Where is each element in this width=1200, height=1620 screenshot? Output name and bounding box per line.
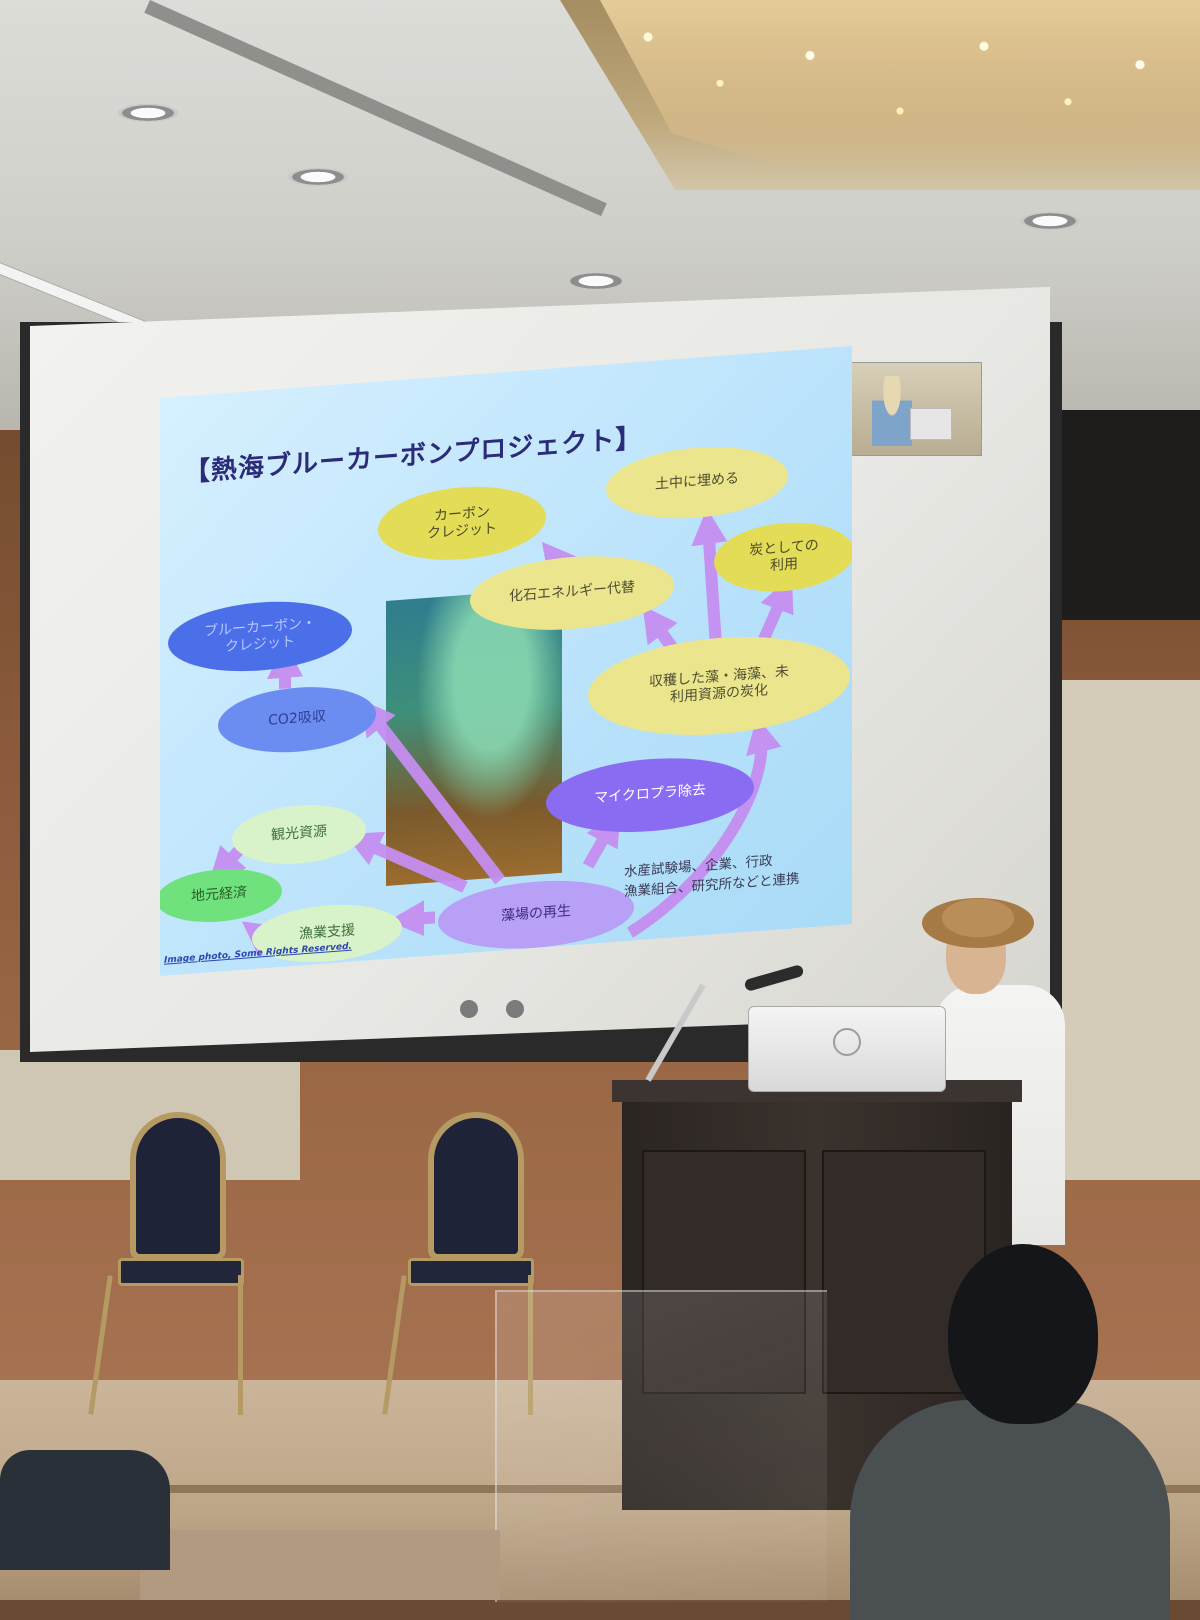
podium-panel <box>642 1150 806 1394</box>
downlight <box>566 272 626 290</box>
chair-seat <box>408 1258 534 1286</box>
presentation-slide: 【熱海ブルーカーボンプロジェクト】 カーボン クレジット 土中に埋める 化石エネ… <box>160 345 852 976</box>
zoom-speaker-laptop <box>910 408 952 440</box>
zoom-reaction-icon[interactable] <box>460 1000 478 1018</box>
zoom-speaker-figure <box>872 376 912 446</box>
zoom-control-bar <box>40 1000 1000 1040</box>
downlight <box>118 104 178 122</box>
arrow-bed-to-fishery <box>388 900 435 937</box>
arrow-bed-to-co2 <box>360 699 505 885</box>
chair-leg <box>528 1275 533 1415</box>
downlight <box>288 168 348 186</box>
audience-member-head <box>948 1244 1098 1424</box>
chair-back <box>130 1112 226 1260</box>
wall-panel <box>1040 680 1200 1180</box>
chair-leg <box>238 1275 243 1415</box>
acrylic-partition <box>495 1290 827 1602</box>
zoom-participant-icon[interactable] <box>506 1000 524 1018</box>
table-edge <box>140 1530 500 1600</box>
arrow-carbonize-to-bury <box>691 508 728 648</box>
backpack <box>0 1450 170 1570</box>
downlight <box>1020 212 1080 230</box>
speaker-straw-hat <box>922 898 1034 948</box>
audience-member-body <box>850 1400 1170 1620</box>
chair-back <box>428 1112 524 1260</box>
hp-logo-icon <box>833 1028 861 1056</box>
stage-edge <box>0 1485 1200 1493</box>
arrow-bed-to-tourism <box>345 831 468 893</box>
dark-doorway <box>1040 410 1200 620</box>
chair-seat <box>118 1258 244 1286</box>
arrow-bed-to-carbonize <box>627 716 782 938</box>
